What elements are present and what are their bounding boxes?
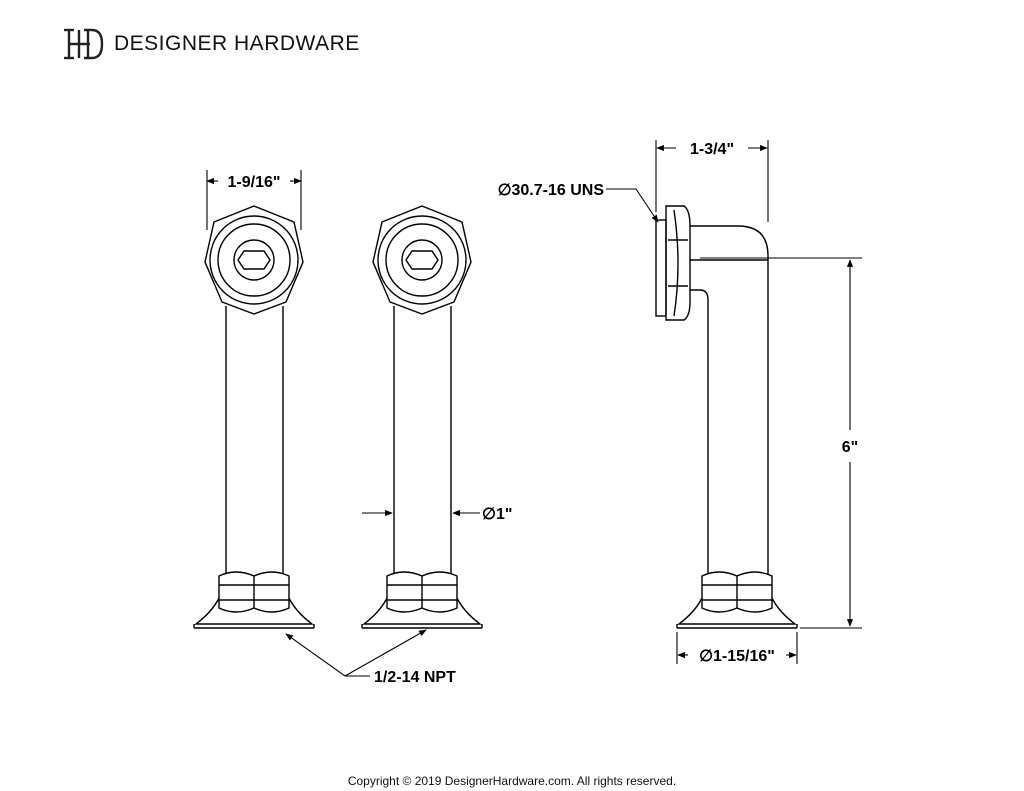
side-view (655, 205, 798, 629)
header: DESIGNER HARDWARE (62, 26, 360, 62)
dimension-thread-uns: ∅30.7-16 UNS (498, 182, 605, 199)
brand-name: DESIGNER HARDWARE (114, 32, 360, 55)
dimension-pipe-diameter: ∅1" (482, 506, 512, 523)
dimension-lines (206, 140, 862, 677)
dh-monogram-logo-icon (64, 28, 104, 60)
dimension-height: 6" (842, 439, 858, 456)
dimension-top-width: 1-9/16" (228, 174, 281, 191)
dimension-depth: 1-3/4" (690, 141, 734, 158)
front-view-left (193, 205, 315, 629)
copyright-notice: Copyright © 2019 DesignerHardware.com. A… (347, 774, 677, 788)
front-view-middle (361, 205, 483, 629)
dimension-thread-npt: 1/2-14 NPT (374, 669, 456, 686)
dimension-flange-diameter: ∅1-15/16" (699, 648, 775, 665)
